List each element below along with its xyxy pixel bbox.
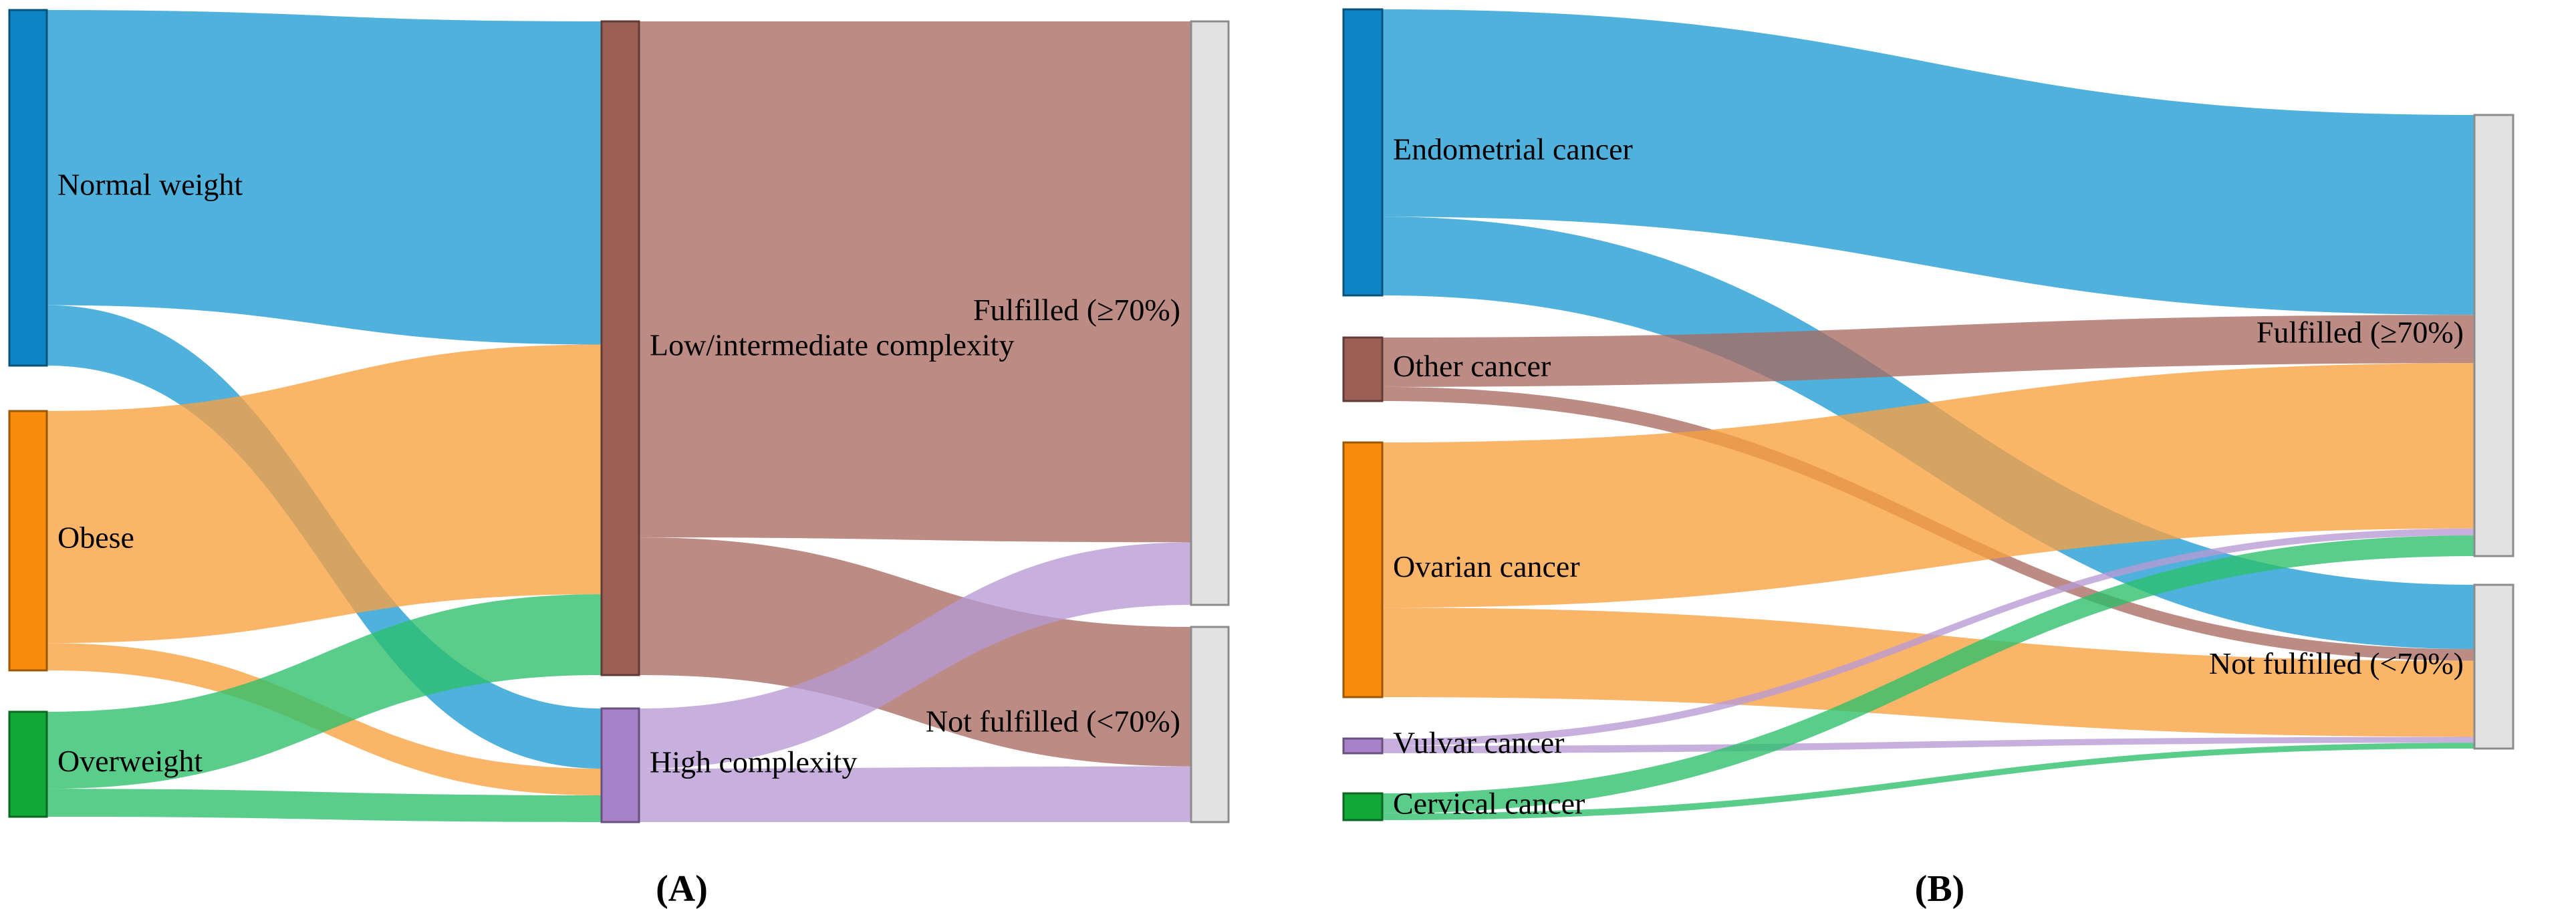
sankey-node-label-ovarian_cancer: Ovarian cancer bbox=[1393, 549, 1580, 583]
sankey-node-label-low_intermediate_complexity: Low/intermediate complexity bbox=[650, 328, 1014, 362]
sankey-link[interactable] bbox=[47, 10, 602, 345]
sankey-node-not_fulfilled_b[interactable] bbox=[2473, 583, 2515, 750]
sankey-node-label-fulfilled: Fulfilled (≥70%) bbox=[973, 293, 1180, 327]
sankey-node-label-fulfilled_b: Fulfilled (≥70%) bbox=[2257, 315, 2464, 350]
sankey-node-endometrial_cancer[interactable] bbox=[1342, 8, 1384, 297]
panel-caption-a: (A) bbox=[656, 868, 708, 910]
sankey-links bbox=[47, 10, 1191, 822]
sankey-node-ovarian_cancer[interactable] bbox=[1342, 441, 1384, 698]
sankey-node-not_fulfilled[interactable] bbox=[1190, 626, 1230, 823]
sankey-nodes bbox=[8, 9, 1230, 823]
panel-caption-b: (B) bbox=[1915, 868, 1965, 910]
sankey-node-fulfilled[interactable] bbox=[1190, 20, 1230, 606]
sankey-node-overweight[interactable] bbox=[8, 710, 48, 818]
sankey-node-other_cancer[interactable] bbox=[1342, 336, 1384, 402]
sankey-link[interactable] bbox=[47, 344, 602, 644]
sankey-node-label-not_fulfilled_b: Not fulfilled (<70%) bbox=[2209, 646, 2464, 680]
sankey-node-high_complexity[interactable] bbox=[600, 707, 640, 823]
sankey-node-label-cervical_cancer: Cervical cancer bbox=[1393, 787, 1585, 821]
sankey-link[interactable] bbox=[639, 21, 1191, 543]
sankey-node-label-obese: Obese bbox=[57, 521, 134, 555]
sankey-link[interactable] bbox=[1382, 315, 2474, 387]
sankey-node-label-endometrial_cancer: Endometrial cancer bbox=[1393, 132, 1633, 166]
sankey-node-cervical_cancer[interactable] bbox=[1342, 792, 1384, 821]
sankey-node-label-not_fulfilled: Not fulfilled (<70%) bbox=[926, 704, 1180, 739]
sankey-link[interactable] bbox=[1382, 9, 2474, 315]
sankey-node-vulvar_cancer[interactable] bbox=[1342, 737, 1384, 755]
sankey-link[interactable] bbox=[639, 766, 1191, 822]
sankey-link[interactable] bbox=[1382, 743, 2474, 820]
sankey-node-normal_weight[interactable] bbox=[8, 9, 48, 367]
sankey-link[interactable] bbox=[1382, 737, 2474, 754]
sankey-node-label-other_cancer: Other cancer bbox=[1393, 349, 1551, 383]
sankey-nodes bbox=[1342, 8, 2515, 821]
sankey-node-label-high_complexity: High complexity bbox=[650, 745, 857, 779]
sankey-link[interactable] bbox=[1382, 535, 2474, 813]
sankey-link[interactable] bbox=[47, 789, 602, 822]
sankey-node-fulfilled_b[interactable] bbox=[2473, 114, 2515, 557]
sankey-node-obese[interactable] bbox=[8, 410, 48, 672]
sankey-node-label-vulvar_cancer: Vulvar cancer bbox=[1393, 726, 1564, 760]
sankey-link[interactable] bbox=[1382, 363, 2474, 608]
sankey-links bbox=[1382, 9, 2474, 820]
sankey-link[interactable] bbox=[1382, 528, 2474, 746]
sankey-node-label-normal_weight: Normal weight bbox=[57, 168, 243, 202]
sankey-node-low_intermediate_complexity[interactable] bbox=[600, 20, 640, 676]
sankey-link[interactable] bbox=[639, 542, 1191, 769]
sankey-node-label-overweight: Overweight bbox=[57, 744, 203, 778]
sankey-link[interactable] bbox=[47, 594, 602, 789]
